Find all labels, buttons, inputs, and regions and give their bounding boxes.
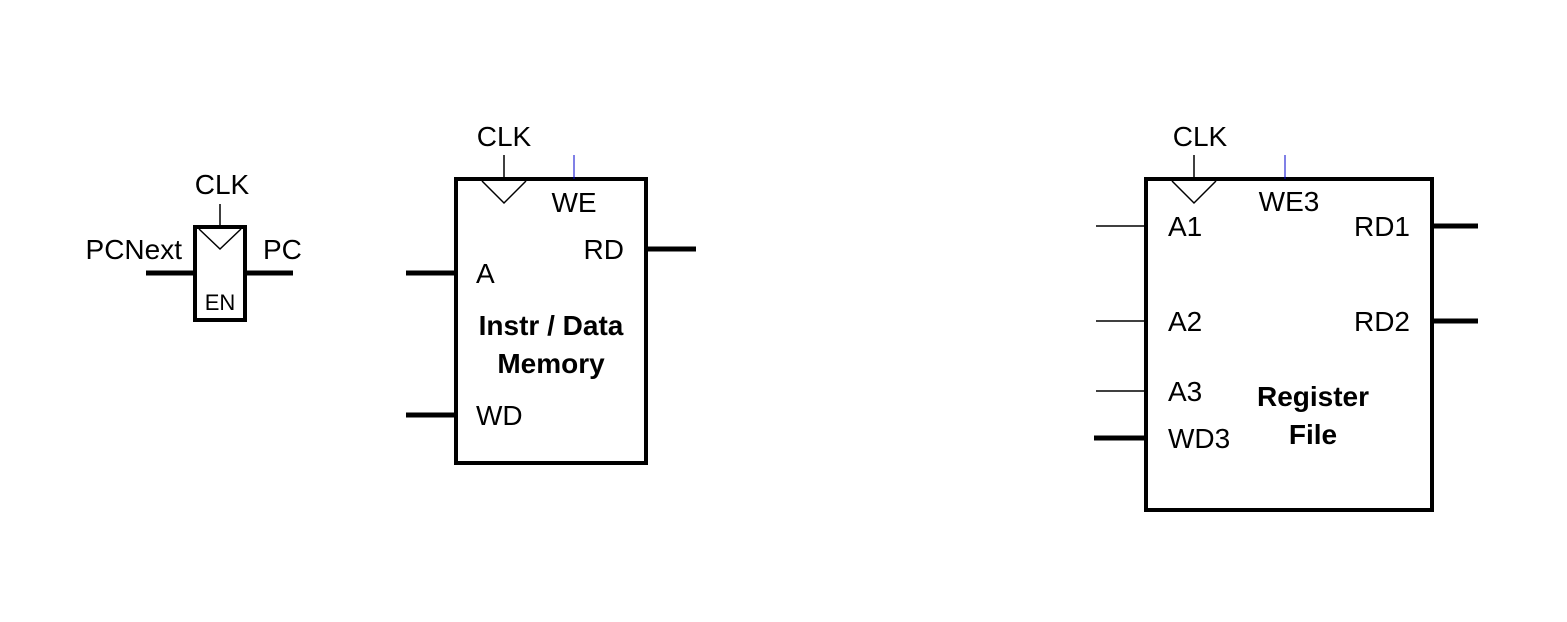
memory-title-line2: Memory xyxy=(497,348,605,379)
pc-register-clock-triangle xyxy=(198,228,242,251)
memory-rd-label: RD xyxy=(584,234,624,265)
pc-register-output-label: PC xyxy=(263,234,302,265)
memory-we-label: WE xyxy=(551,187,596,218)
register-file-clock-triangle xyxy=(1171,180,1217,205)
instr-data-memory: CLK WE RD A WD Instr / Data Memory xyxy=(406,121,696,465)
memory-wd-label: WD xyxy=(476,400,523,431)
register-file-box xyxy=(1144,177,1434,512)
register-file-title-line2: File xyxy=(1289,419,1337,450)
memory-addr-label: A xyxy=(476,258,495,289)
register-file-rd1-label: RD1 xyxy=(1354,211,1410,242)
memory-box xyxy=(454,177,648,465)
pc-register: CLK PCNext PC EN xyxy=(86,169,302,322)
register-file: CLK WE3 A1 A2 A3 WD3 RD1 RD2 Register Fi… xyxy=(1094,121,1478,512)
memory-clock-triangle xyxy=(481,180,527,205)
register-file-we3-label: WE3 xyxy=(1259,186,1320,217)
register-file-a2-label: A2 xyxy=(1168,306,1202,337)
register-file-wd3-label: WD3 xyxy=(1168,423,1230,454)
register-file-a3-label: A3 xyxy=(1168,376,1202,407)
register-file-title-line1: Register xyxy=(1257,381,1369,412)
register-file-rd2-label: RD2 xyxy=(1354,306,1410,337)
pc-register-input-label: PCNext xyxy=(86,234,183,265)
pc-register-enable-label: EN xyxy=(205,290,236,315)
pc-register-clk-label: CLK xyxy=(195,169,250,200)
memory-clk-label: CLK xyxy=(477,121,532,152)
memory-title-line1: Instr / Data xyxy=(479,310,624,341)
register-file-a1-label: A1 xyxy=(1168,211,1202,242)
register-file-clk-label: CLK xyxy=(1173,121,1228,152)
